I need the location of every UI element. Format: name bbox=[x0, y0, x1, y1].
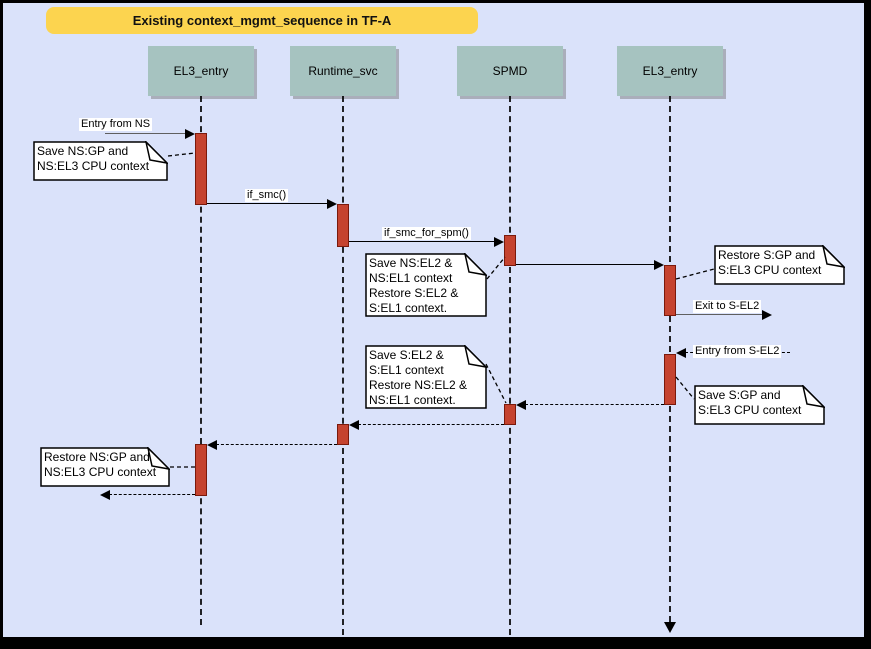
activation-spmd-2 bbox=[504, 404, 516, 425]
note-shape bbox=[714, 245, 845, 285]
arrowhead-right-icon bbox=[654, 260, 664, 270]
message-line bbox=[525, 404, 664, 405]
message-if-smc bbox=[207, 198, 337, 210]
diagram-canvas: Existing context_mgmt_sequence in TF-A E… bbox=[3, 3, 864, 637]
lifeline-header-spmd: SPMD bbox=[457, 46, 563, 96]
lifeline-runtime-svc bbox=[342, 96, 344, 635]
activation-runtime-svc-1 bbox=[337, 204, 349, 247]
note-save-ns-gp: Save NS:GP and NS:EL3 CPU context bbox=[33, 141, 168, 181]
note-shape bbox=[365, 253, 487, 317]
lifeline-spmd bbox=[509, 96, 511, 635]
activation-spmd-1 bbox=[504, 235, 516, 266]
return-runtime-to-el3 bbox=[207, 439, 337, 451]
note-connector-2 bbox=[486, 256, 506, 280]
note-line: S:EL3 CPU context bbox=[718, 263, 822, 277]
message-if-smc-for-spm bbox=[349, 236, 504, 248]
message-line bbox=[105, 133, 186, 134]
label-entry-from-s-el2: Entry from S-EL2 bbox=[693, 345, 782, 358]
activation-runtime-svc-2 bbox=[337, 424, 349, 445]
arrowhead-left-icon bbox=[349, 420, 359, 430]
arrowhead-left-icon bbox=[676, 348, 686, 358]
note-line: Restore S:EL2 & bbox=[369, 286, 459, 300]
note-line: NS:EL3 CPU context bbox=[44, 465, 157, 479]
note-restore-ns-gp: Restore NS:GP and NS:EL3 CPU context bbox=[40, 447, 170, 487]
note-line: Restore NS:EL2 & bbox=[369, 378, 468, 392]
message-line bbox=[207, 203, 328, 204]
note-line: S:EL3 CPU context bbox=[698, 403, 802, 417]
arrowhead-right-icon bbox=[494, 237, 504, 247]
note-save-s-el2: Save S:EL2 & S:EL1 context Restore NS:EL… bbox=[365, 345, 487, 409]
note-restore-s-gp: Restore S:GP and S:EL3 CPU context bbox=[714, 245, 845, 285]
message-entry-from-ns bbox=[105, 128, 195, 140]
lifeline-label: SPMD bbox=[492, 64, 528, 78]
message-line bbox=[349, 241, 495, 242]
activation-el3-entry-right-2 bbox=[664, 354, 676, 405]
note-line: Save NS:EL2 & bbox=[369, 256, 453, 270]
note-line: Save S:EL2 & bbox=[369, 348, 444, 362]
arrowhead-left-icon bbox=[207, 440, 217, 450]
return-el3-to-spmd bbox=[516, 399, 664, 411]
lifeline-label: EL3_entry bbox=[173, 64, 229, 78]
activation-el3-entry-2 bbox=[195, 444, 207, 496]
message-line bbox=[516, 264, 655, 265]
arrowhead-right-icon bbox=[327, 199, 337, 209]
note-shape bbox=[694, 385, 825, 425]
note-save-s-gp: Save S:GP and S:EL3 CPU context bbox=[694, 385, 825, 425]
message-line bbox=[358, 424, 504, 425]
message-line bbox=[216, 444, 337, 445]
note-line: NS:EL3 CPU context bbox=[37, 159, 150, 173]
activation-el3-entry-right-1 bbox=[664, 265, 676, 316]
note-line: Restore NS:GP and bbox=[44, 450, 150, 464]
arrowhead-left-icon bbox=[516, 400, 526, 410]
note-line: NS:EL1 context. bbox=[369, 393, 456, 407]
label-if-smc: if_smc() bbox=[245, 189, 289, 202]
label-exit-to-s-el2: Exit to S-EL2 bbox=[693, 300, 762, 313]
note-connector-1 bbox=[167, 152, 196, 157]
note-line: NS:EL1 context bbox=[369, 271, 453, 285]
lifeline-end-arrow-icon bbox=[664, 622, 676, 633]
return-spmd-to-runtime bbox=[349, 419, 504, 431]
label-entry-from-ns: Entry from NS bbox=[79, 118, 153, 131]
note-connector-3 bbox=[675, 268, 715, 280]
note-shape bbox=[365, 345, 487, 409]
note-shape bbox=[33, 141, 168, 181]
message-line bbox=[676, 314, 763, 315]
note-line: S:EL1 context bbox=[369, 363, 444, 377]
note-connector-5 bbox=[675, 376, 695, 400]
note-save-ns-el2: Save NS:EL2 & NS:EL1 context Restore S:E… bbox=[365, 253, 487, 317]
arrowhead-right-icon bbox=[185, 129, 195, 139]
label-if-smc-for-spm: if_smc_for_spm() bbox=[382, 227, 471, 240]
note-line: Save NS:GP and bbox=[37, 144, 129, 158]
lifeline-header-el3-entry-right: EL3_entry bbox=[617, 46, 723, 96]
note-shape bbox=[40, 447, 170, 487]
lifeline-el3-entry-left bbox=[200, 96, 202, 625]
lifeline-label: EL3_entry bbox=[642, 64, 698, 78]
arrowhead-right-icon bbox=[762, 310, 772, 320]
diagram-title: Existing context_mgmt_sequence in TF-A bbox=[46, 7, 478, 34]
message-exit-to-s-el2 bbox=[676, 309, 772, 321]
message-spmd-to-el3 bbox=[516, 259, 664, 271]
arrowhead-left-icon bbox=[100, 490, 110, 500]
note-connector-4 bbox=[485, 363, 507, 404]
lifeline-header-runtime-svc: Runtime_svc bbox=[290, 46, 396, 96]
message-line bbox=[109, 494, 195, 495]
note-line: S:EL1 context. bbox=[369, 301, 448, 315]
activation-el3-entry-1 bbox=[195, 133, 207, 205]
note-line: Restore S:GP and bbox=[718, 248, 816, 262]
note-line: Save S:GP and bbox=[698, 388, 781, 402]
return-el3-to-ns bbox=[100, 489, 195, 501]
lifeline-label: Runtime_svc bbox=[308, 64, 378, 78]
lifeline-header-el3-entry-left: EL3_entry bbox=[148, 46, 254, 96]
